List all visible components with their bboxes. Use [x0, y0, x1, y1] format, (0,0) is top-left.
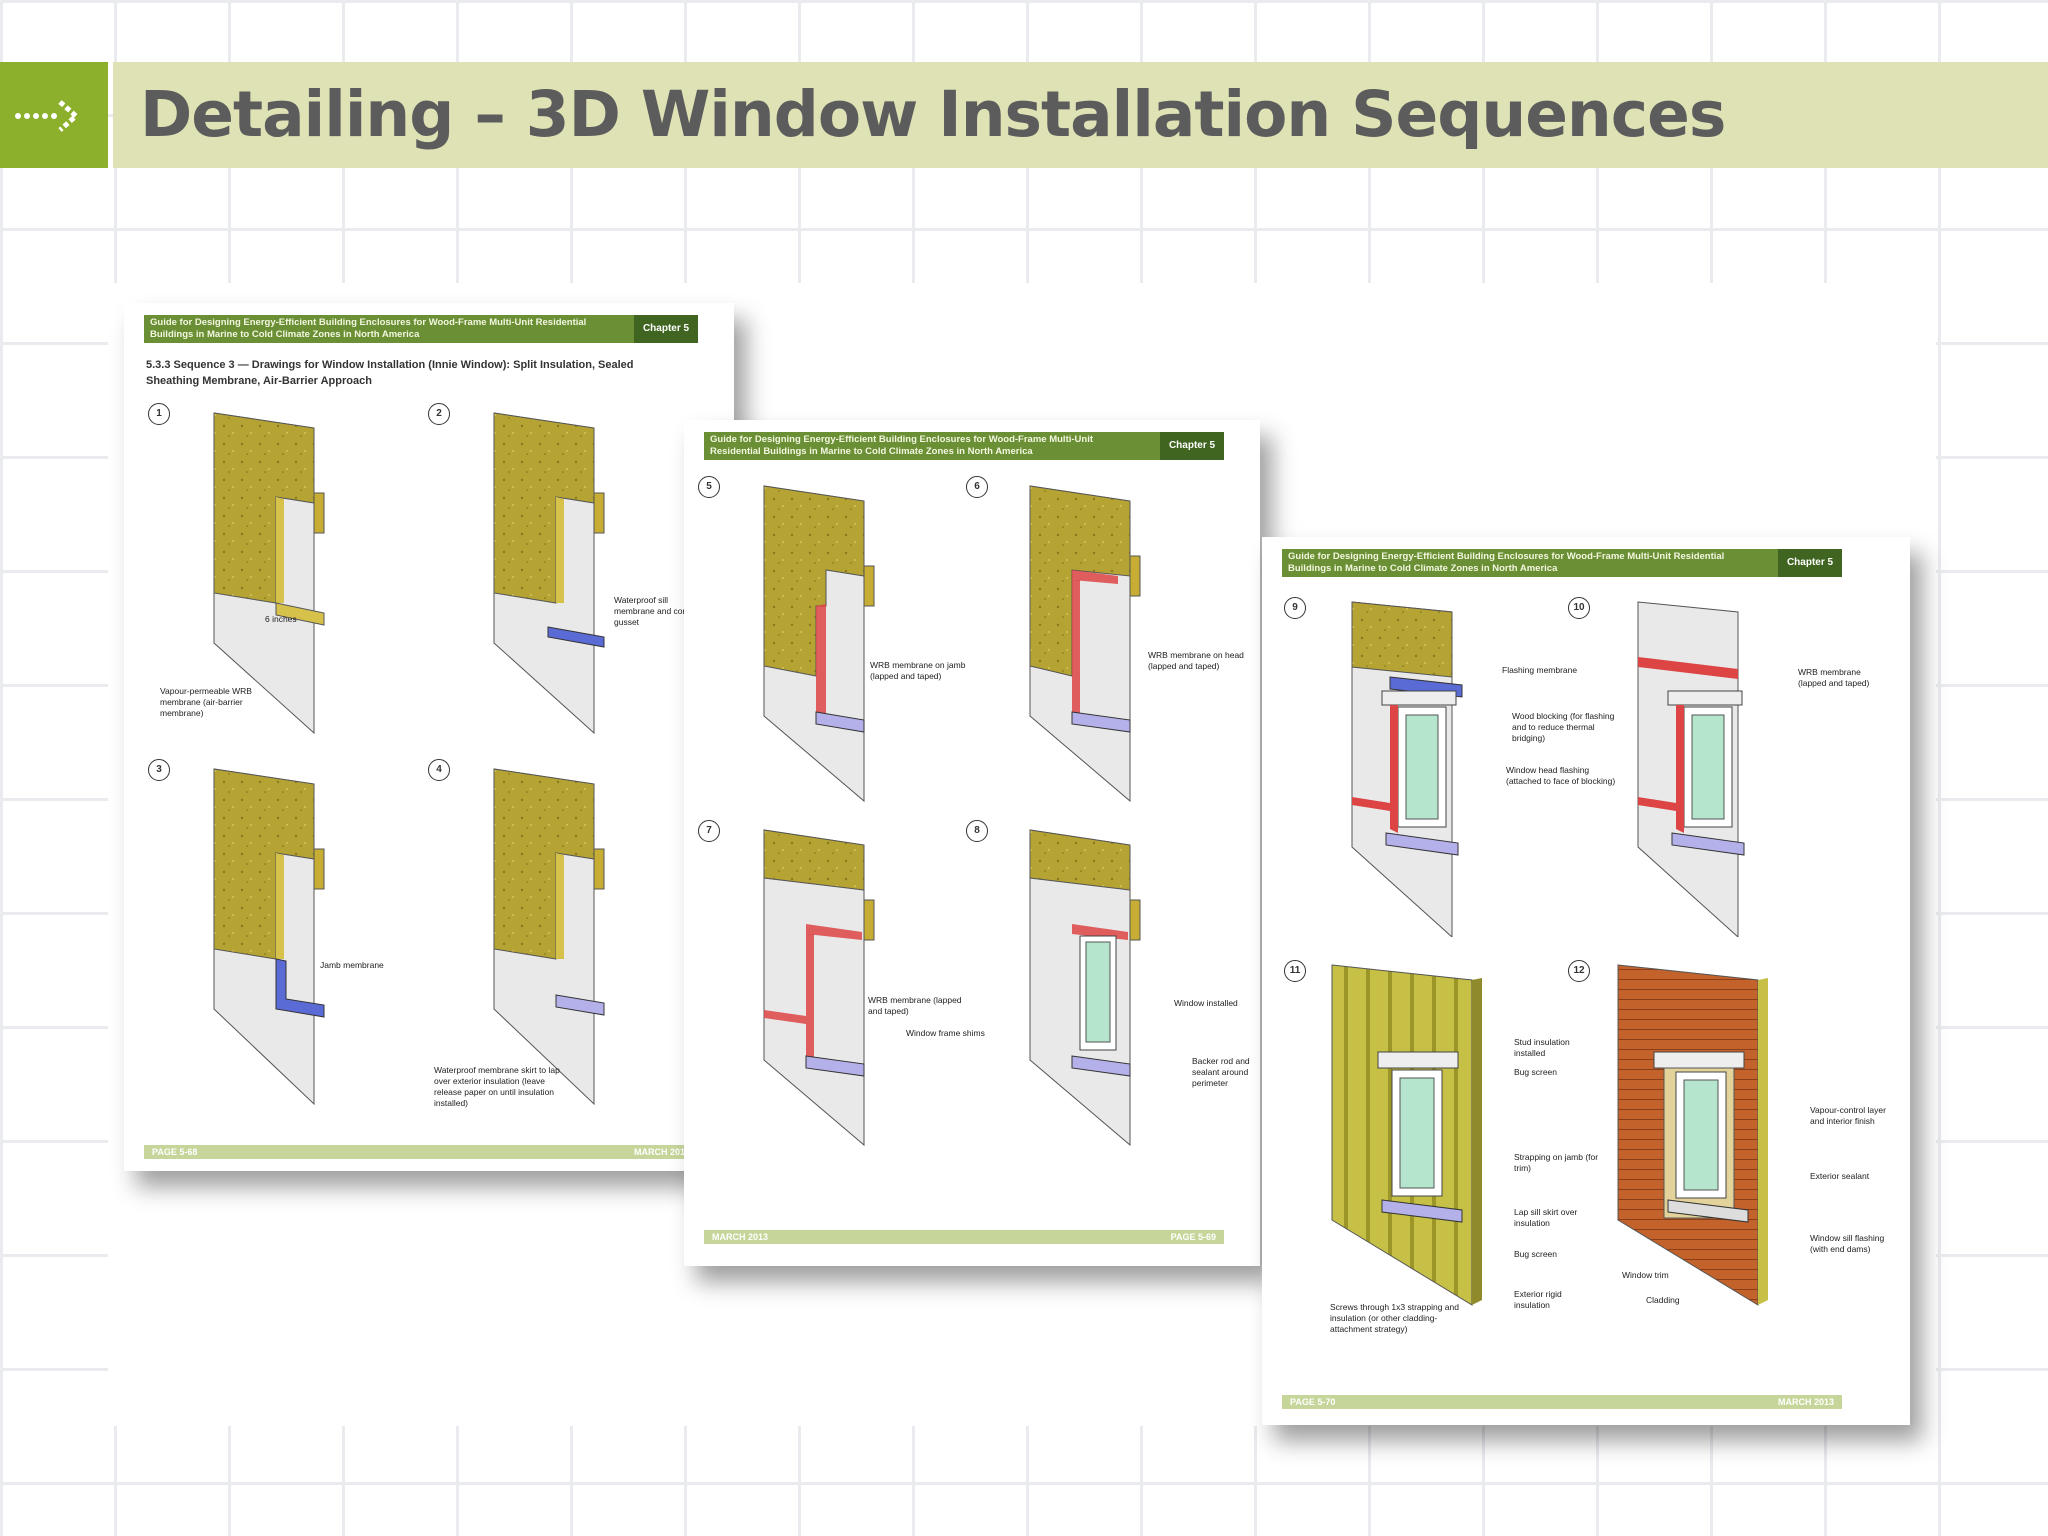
footer-right: MARCH 2013: [1777, 1397, 1834, 1407]
callout-label: 6 inches: [265, 614, 297, 624]
page-header: Guide for Designing Energy-Efficient Bui…: [704, 432, 1224, 460]
guide-page-5-68: Guide for Designing Energy-Efficient Bui…: [124, 303, 734, 1171]
callout-label: Backer rod and sealant around perimeter: [1192, 1056, 1250, 1088]
page-header: Guide for Designing Energy-Efficient Bui…: [1282, 549, 1842, 577]
section-marker: [0, 62, 108, 168]
callout-label: Wood blocking (for flashing and to reduc…: [1512, 711, 1615, 743]
footer-left: MARCH 2013: [712, 1232, 769, 1242]
step-number: 9: [1284, 597, 1306, 619]
page-footer: PAGE 5-68 MARCH 2013: [144, 1145, 698, 1159]
step-number: 4: [428, 759, 450, 781]
footer-left: PAGE 5-70: [1290, 1397, 1336, 1407]
chapter-badge: Chapter 5: [1778, 549, 1842, 577]
page-header: Guide for Designing Energy-Efficient Bui…: [144, 315, 698, 343]
callout-label: Window sill flashing (with end dams): [1810, 1233, 1885, 1254]
callout-label: Exterior rigid insulation: [1514, 1289, 1562, 1310]
callout-label: Vapour-control layer and interior finish: [1810, 1105, 1886, 1126]
callout-label: Bug screen: [1514, 1067, 1557, 1077]
page-header-text: Guide for Designing Energy-Efficient Bui…: [150, 317, 587, 340]
dotted-arrow-icon: [15, 100, 80, 132]
step-7-drawing: [763, 829, 875, 1147]
page-footer: MARCH 2013 PAGE 5-69: [704, 1230, 1224, 1244]
step-number: 6: [966, 476, 988, 498]
step-9-drawing: [1351, 601, 1463, 937]
step-5-drawing: [763, 485, 875, 803]
step-6-drawing: [1029, 485, 1141, 803]
chapter-badge: Chapter 5: [1160, 432, 1224, 460]
callout-label: Jamb membrane: [320, 960, 384, 970]
step-3-drawing: [213, 768, 325, 1106]
step-number: 3: [148, 759, 170, 781]
guide-page-5-70: Guide for Designing Energy-Efficient Bui…: [1262, 537, 1910, 1425]
step-1-drawing: [213, 412, 325, 735]
step-12-drawing: [1617, 964, 1768, 1306]
page-footer: PAGE 5-70 MARCH 2013: [1282, 1395, 1842, 1409]
callout-label: WRB membrane on head (lapped and taped): [1148, 650, 1244, 671]
page-header-text: Guide for Designing Energy-Efficient Bui…: [710, 434, 1094, 457]
callout-label: WRB membrane on jamb (lapped and taped): [870, 660, 966, 681]
footer-right: MARCH 2013: [633, 1147, 690, 1157]
step-number: 12: [1568, 960, 1590, 982]
callout-label: Flashing membrane: [1502, 665, 1578, 675]
title-bar: [113, 62, 2048, 168]
callout-label: WRB membrane (lapped and taped): [868, 995, 962, 1016]
footer-right: PAGE 5-69: [1170, 1232, 1216, 1242]
callout-label: WRB membrane (lapped and taped): [1798, 667, 1870, 688]
page-header-text: Guide for Designing Energy-Efficient Bui…: [1288, 551, 1725, 574]
step-number: 5: [698, 476, 720, 498]
callout-label: Strapping on jamb (for trim): [1514, 1152, 1599, 1173]
callout-label: Window head flashing (attached to face o…: [1506, 765, 1616, 786]
step-number: 11: [1284, 960, 1306, 982]
chapter-badge: Chapter 5: [634, 315, 698, 343]
callout-label: Vapour-permeable WRB membrane (air-barri…: [160, 686, 252, 718]
step-8-drawing: [1029, 829, 1141, 1147]
callout-label: Waterproof sill membrane and corner guss…: [614, 595, 698, 627]
step-2-drawing: [493, 412, 605, 735]
callout-label: Window trim: [1622, 1270, 1669, 1280]
step-number: 7: [698, 820, 720, 842]
callout-label: Lap sill skirt over insulation: [1514, 1207, 1578, 1228]
callout-label: Stud insulation installed: [1514, 1037, 1570, 1058]
step-number: 2: [428, 403, 450, 425]
callout-label: Waterproof membrane skirt to lap over ex…: [434, 1065, 560, 1108]
step-4-drawing: [493, 768, 605, 1106]
step-number: 1: [148, 403, 170, 425]
step-number: 10: [1568, 597, 1590, 619]
step-11-drawing: [1331, 964, 1482, 1306]
callout-label: Exterior sealant: [1810, 1171, 1870, 1181]
callout-label: Screws through 1x3 strapping and insulat…: [1330, 1302, 1459, 1334]
slide-title: Detailing – 3D Window Installation Seque…: [140, 78, 1726, 151]
step-10-drawing: [1637, 601, 1745, 937]
step-number: 8: [966, 820, 988, 842]
callout-label: Cladding: [1646, 1295, 1680, 1305]
guide-page-5-69: Guide for Designing Energy-Efficient Bui…: [684, 420, 1260, 1266]
callout-label: Window frame shims: [906, 1028, 985, 1038]
footer-left: PAGE 5-68: [152, 1147, 198, 1157]
section-heading: 5.3.3 Sequence 3 — Drawings for Window I…: [146, 359, 634, 387]
callout-label: Window installed: [1174, 998, 1238, 1008]
callout-label: Bug screen: [1514, 1249, 1557, 1259]
